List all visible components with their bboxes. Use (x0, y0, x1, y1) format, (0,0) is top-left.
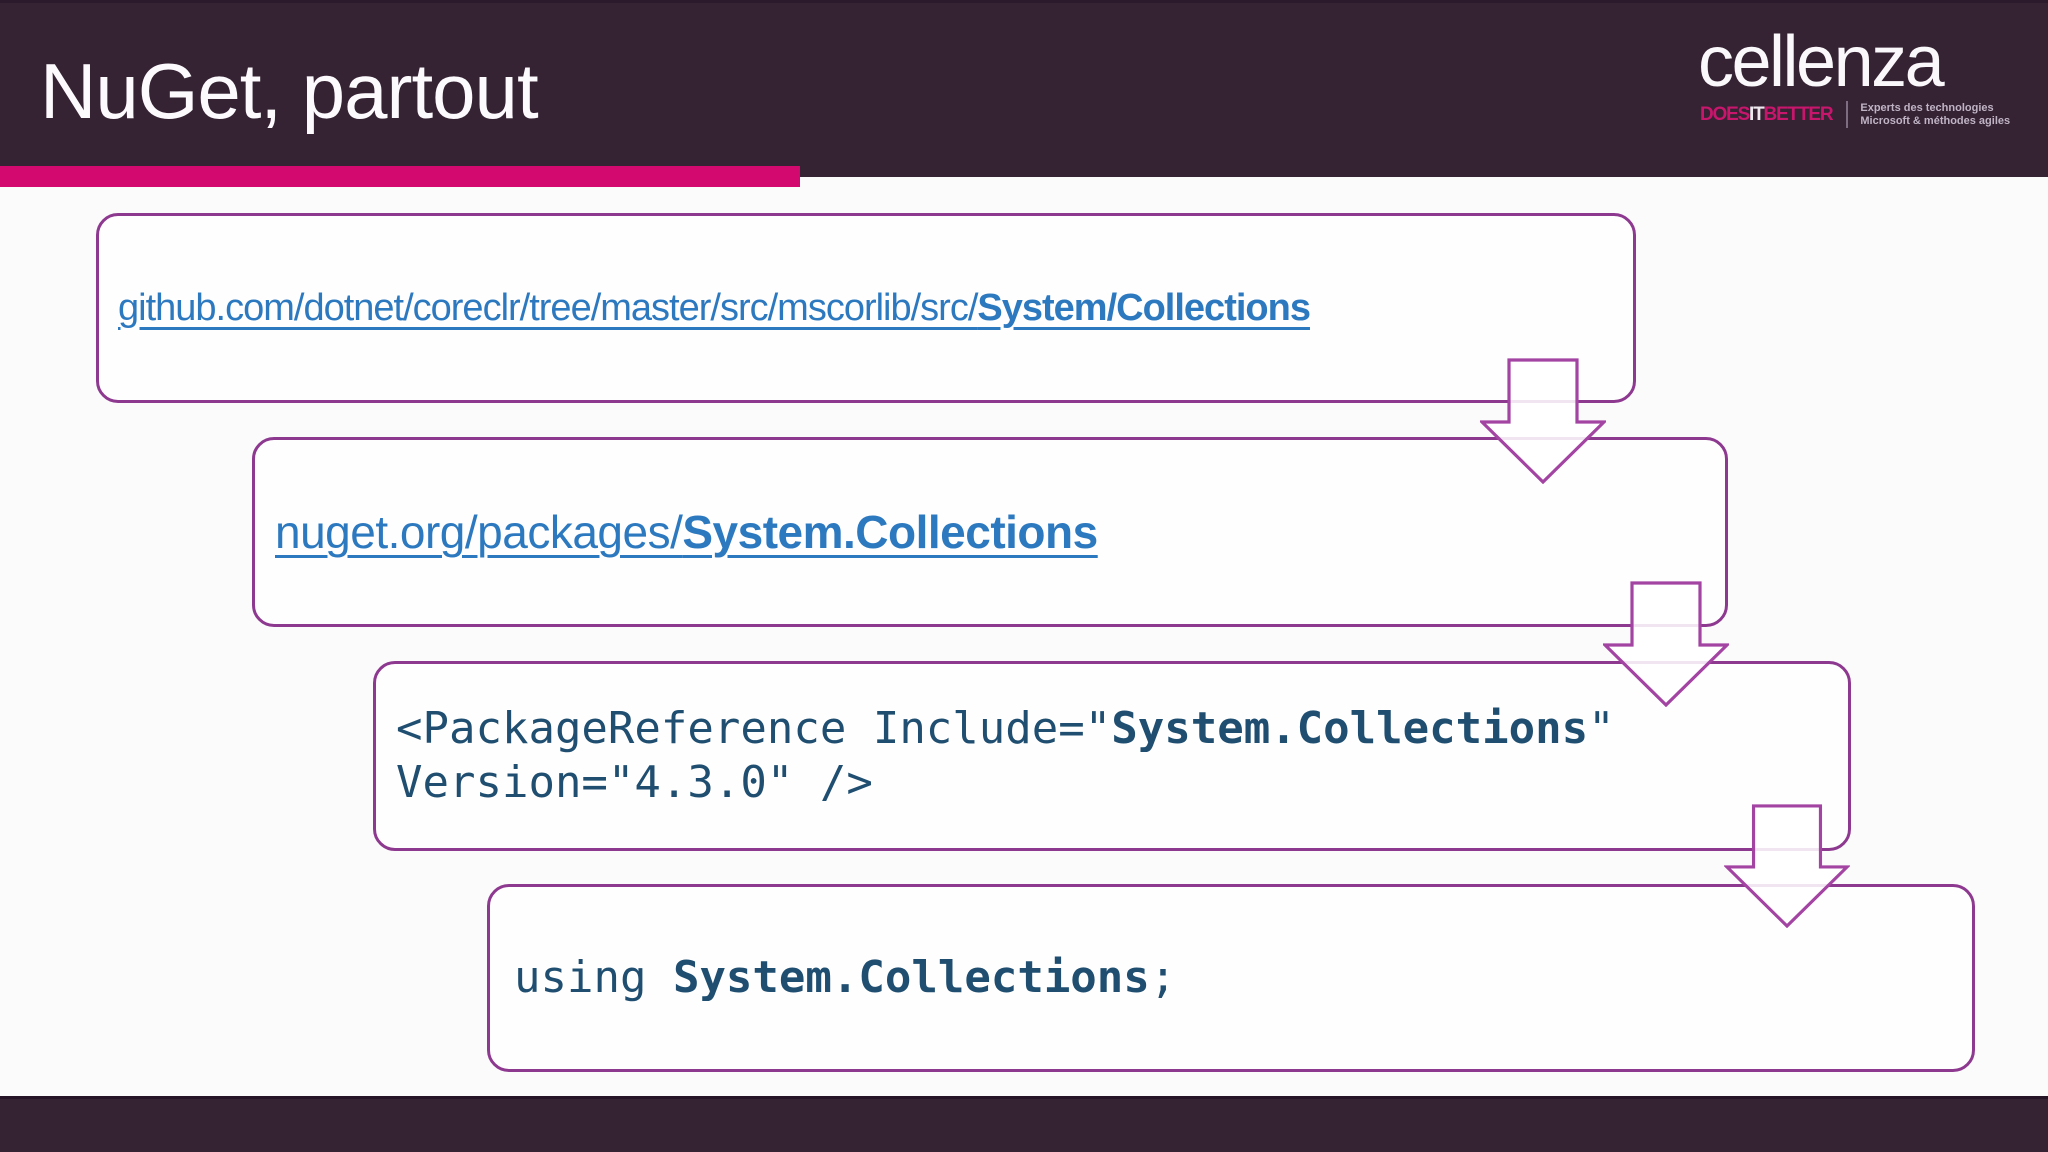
github-link-prefix: github.com/dotnet/coreclr/tree/master/sr… (118, 286, 978, 329)
packagereference-code-line2: Version="4.3.0" /> (396, 757, 873, 808)
code-line1-post: " (1588, 703, 1615, 754)
flow-box-nuget: nuget.org/packages/System.Collections (252, 437, 1728, 627)
using-code-bold: System.Collections (672, 952, 1150, 1003)
nuget-link[interactable]: nuget.org/packages/System.Collections (275, 505, 1725, 559)
tagline-it: IT (1749, 103, 1765, 125)
brand-wordmark: cellenza (1698, 22, 1945, 102)
cellenza-logo: cellenza DOESITBETTER Experts des techno… (1690, 25, 2030, 128)
tagline-better: BETTER (1763, 103, 1834, 125)
github-link[interactable]: github.com/dotnet/coreclr/tree/master/sr… (118, 287, 1633, 330)
using-code-post: ; (1149, 952, 1177, 1003)
slide-header: NuGet, partout cellenza DOESITBETTER Exp… (0, 0, 2048, 177)
arrow-down-icon (1480, 358, 1606, 484)
using-code: using System.Collections; (514, 951, 1972, 1005)
code-line1-bold: System.Collections (1111, 703, 1589, 754)
nuget-link-prefix: nuget.org/packages/ (275, 506, 683, 558)
logo-description-line2: Microsoft & méthodes agiles (1860, 114, 2011, 127)
arrow-down-icon (1724, 804, 1850, 928)
page-title: NuGet, partout (40, 47, 539, 135)
flow-box-packagereference: <PackageReference Include="System.Collec… (373, 661, 1851, 851)
packagereference-code: <PackageReference Include="System.Collec… (396, 702, 1848, 756)
flow-box-using: using System.Collections; (487, 884, 1975, 1072)
accent-bar (0, 166, 800, 187)
logo-description-line1: Experts des technologies (1860, 101, 1994, 114)
arrow-down-icon (1603, 581, 1729, 707)
logo-description: Experts des technologies Microsoft & mét… (1860, 102, 2010, 128)
slide-footer (0, 1096, 2048, 1152)
flow-box-github: github.com/dotnet/coreclr/tree/master/sr… (96, 213, 1636, 403)
code-line1-pre: <PackageReference Include=" (396, 703, 1112, 754)
logo-tagline-row: DOESITBETTER Experts des technologies Mi… (1690, 101, 2030, 128)
github-link-emphasis: System/Collections (977, 286, 1311, 329)
logo-divider (1846, 101, 1849, 128)
using-code-pre: using (514, 952, 673, 1003)
tagline-does: DOES (1700, 103, 1750, 125)
nuget-link-emphasis: System.Collections (682, 506, 1098, 558)
logo-tagline: DOESITBETTER (1700, 103, 1834, 126)
